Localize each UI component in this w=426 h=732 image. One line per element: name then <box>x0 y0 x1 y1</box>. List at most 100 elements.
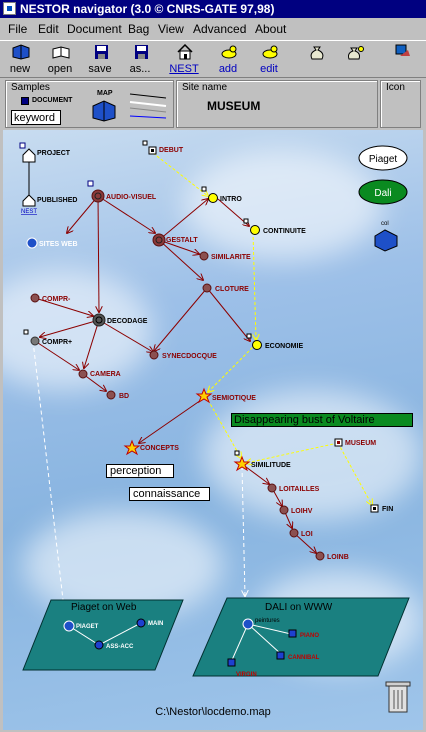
piaget-globe-icon[interactable] <box>63 620 75 632</box>
toolbar: new open save as... NEST add edit <box>0 40 426 78</box>
samples-panel: Samples <box>5 80 174 128</box>
svg-text:AUDIO-VISUEL: AUDIO-VISUEL <box>106 194 157 201</box>
site-name-panel: Site name MUSEUM <box>176 80 378 128</box>
svg-text:BD: BD <box>119 393 129 400</box>
loinb-node[interactable] <box>315 551 325 561</box>
menu-about[interactable]: About <box>255 22 287 36</box>
island-dali-www[interactable] <box>192 597 410 677</box>
virgin-node[interactable] <box>227 658 236 667</box>
nest-button[interactable]: NEST <box>166 43 202 77</box>
menu-file[interactable]: File <box>8 22 28 36</box>
svg-text:VIRGIN: VIRGIN <box>236 672 257 678</box>
svg-text:peintures: peintures <box>255 618 280 624</box>
published-node[interactable] <box>22 194 36 207</box>
svg-text:COMPR+: COMPR+ <box>42 339 72 346</box>
cloture-node[interactable] <box>202 283 212 293</box>
svg-text:GESTALT: GESTALT <box>166 237 198 244</box>
decodage-node[interactable] <box>92 313 106 327</box>
open-button[interactable]: open <box>42 43 78 77</box>
svg-text:INTRO: INTRO <box>220 196 242 203</box>
similitude-node[interactable] <box>233 455 251 472</box>
piano-node[interactable] <box>288 629 297 638</box>
map-canvas[interactable]: Piaget on Web DALI on WWW PROJECT PUBLIS… <box>3 130 423 730</box>
audio-visuel-node[interactable] <box>91 189 105 203</box>
document-sample-icon[interactable] <box>21 97 29 105</box>
dali-oval[interactable] <box>358 179 408 205</box>
menu-advanced[interactable]: Advanced <box>193 22 247 36</box>
col-book-icon[interactable] <box>374 229 398 252</box>
svg-text:Dali: Dali <box>374 188 391 199</box>
save-as-button[interactable]: as... <box>122 43 158 77</box>
svg-text:SIMILITUDE: SIMILITUDE <box>251 462 291 469</box>
svg-text:SYNECDOCQUE: SYNECDOCQUE <box>162 353 217 360</box>
duck-icon <box>221 45 237 59</box>
semiotique-node[interactable] <box>195 387 213 404</box>
island-piaget-web-label: Piaget on Web <box>71 602 137 613</box>
menu-document[interactable]: Document <box>67 22 122 36</box>
voltaire-banner[interactable]: Disappearing bust of Voltaire <box>231 413 413 427</box>
site-name-value[interactable]: MUSEUM <box>207 99 261 113</box>
keyword-sample[interactable]: keyword <box>11 110 61 125</box>
gestalt-node[interactable] <box>152 233 166 247</box>
svg-text:PUBLISHED: PUBLISHED <box>37 197 77 204</box>
edges-white <box>32 340 245 617</box>
browser-button[interactable] <box>384 43 420 77</box>
svg-text:LOITAILLES: LOITAILLES <box>279 486 320 493</box>
concepts-node[interactable] <box>123 439 141 456</box>
document-sample-label: DOCUMENT <box>32 97 73 104</box>
svg-text:MUSEUM: MUSEUM <box>345 440 376 447</box>
continuite-node[interactable] <box>250 225 260 235</box>
trash-icon[interactable] <box>385 681 411 713</box>
island-piaget-web[interactable] <box>22 599 184 671</box>
svg-text:CANNIBAL: CANNIBAL <box>288 655 320 661</box>
bag-duck-icon <box>348 46 364 60</box>
svg-text:LOINB: LOINB <box>327 554 349 561</box>
compr-minus-node[interactable] <box>30 293 40 303</box>
edges-red <box>34 195 316 553</box>
perception-keyword[interactable]: perception <box>106 464 174 478</box>
piaget-oval[interactable] <box>358 145 408 171</box>
sites-web-globe-icon[interactable] <box>26 237 38 249</box>
svg-text:DEBUT: DEBUT <box>159 147 184 154</box>
svg-text:col: col <box>381 221 389 227</box>
island-dali-www-label: DALI on WWW <box>265 602 333 613</box>
menu-edit[interactable]: Edit <box>38 22 59 36</box>
add-button[interactable]: add <box>210 43 246 77</box>
svg-text:ASS-ACC: ASS-ACC <box>106 644 134 650</box>
bag-icon <box>310 46 324 60</box>
menu-bag[interactable]: Bag <box>128 22 150 36</box>
connaissance-keyword[interactable]: connaissance <box>129 487 210 501</box>
menu-view[interactable]: View <box>158 22 184 36</box>
map-file-path: C:\Nestor\locdemo.map <box>155 706 271 718</box>
svg-text:PIAGET: PIAGET <box>76 624 99 630</box>
ass-acc-node[interactable] <box>94 640 104 650</box>
edit-button[interactable]: edit <box>251 43 287 77</box>
main-node[interactable] <box>136 618 146 628</box>
menu-bar: File Edit Document Bag View Advanced Abo… <box>0 19 426 39</box>
bag-button[interactable] <box>298 43 334 77</box>
loitailles-node[interactable] <box>267 483 277 493</box>
svg-text:CONCEPTS: CONCEPTS <box>140 445 179 452</box>
app-icon <box>3 2 16 15</box>
save-button[interactable]: save <box>82 43 118 77</box>
island-edges <box>68 622 292 661</box>
camera-node[interactable] <box>78 369 88 379</box>
peintures-globe-icon[interactable] <box>242 618 254 630</box>
synecdocque-node[interactable] <box>149 350 159 360</box>
loihv-node[interactable] <box>279 505 289 515</box>
map-sample-icon[interactable] <box>92 100 116 122</box>
project-node[interactable] <box>22 148 36 163</box>
similarite-node[interactable] <box>199 251 209 261</box>
nodes[interactable]: PROJECT PUBLISHED NEST DEBUT AUDIO-VISUE… <box>19 140 393 678</box>
compr-plus-node[interactable] <box>30 336 40 346</box>
loi-node[interactable] <box>289 528 299 538</box>
cannibal-node[interactable] <box>276 651 285 660</box>
concept-graph[interactable]: Piaget on Web DALI on WWW PROJECT PUBLIS… <box>3 130 423 730</box>
bd-node[interactable] <box>106 390 116 400</box>
bag-duck-button[interactable] <box>336 43 372 77</box>
link-style-samples[interactable] <box>128 90 168 124</box>
intro-node[interactable] <box>208 193 218 203</box>
map-sample-label: MAP <box>97 90 113 97</box>
new-button[interactable]: new <box>2 43 38 77</box>
economie-node[interactable] <box>252 340 262 350</box>
